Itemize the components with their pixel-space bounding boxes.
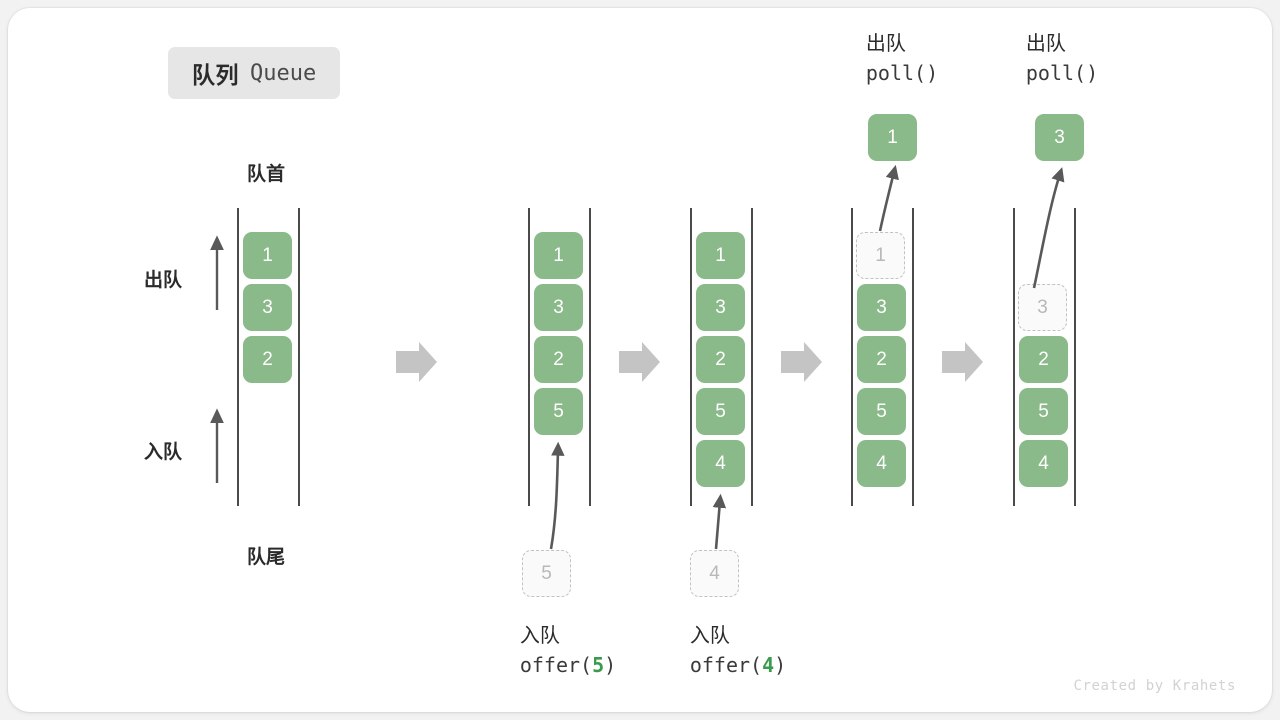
- operation-label-cn: 出队: [1025, 33, 1066, 55]
- queue-cell: 3: [696, 284, 745, 331]
- queue-cell: 1: [243, 232, 292, 279]
- queue-cell: 4: [696, 440, 745, 487]
- operation-label-offer-4: 入队 offer(4): [690, 622, 786, 680]
- queue-cell: 3: [857, 284, 906, 331]
- operation-code-value: 5: [592, 653, 605, 677]
- queue-rail-left: [237, 208, 239, 506]
- operation-label-offer-5: 入队 offer(5): [520, 622, 616, 680]
- queue-cell: 1: [534, 232, 583, 279]
- queue-cell: 3: [534, 284, 583, 331]
- operation-label-code: offer(4): [690, 651, 786, 680]
- queue-rail-left: [528, 208, 530, 506]
- label-queue-front: 队首: [246, 164, 286, 185]
- queue-cell: 5: [857, 388, 906, 435]
- queue-stage-offer-4: 1 3 2 5 4: [690, 208, 753, 506]
- queue-rail-right: [912, 208, 914, 506]
- queue-stage-poll-1: 1 3 2 5 4: [851, 208, 914, 506]
- queue-cell: 4: [1019, 440, 1068, 487]
- queue-cell: 2: [696, 336, 745, 383]
- operation-code-prefix: offer(: [519, 653, 593, 677]
- operation-code-prefix: offer(: [689, 653, 763, 677]
- operation-label-poll-3: 出队 poll(): [1026, 30, 1098, 88]
- queue-rail-right: [589, 208, 591, 506]
- operation-label-code: offer(5): [520, 651, 616, 680]
- incoming-ghost-cell: 5: [522, 550, 571, 597]
- queue-stage-offer-5: 1 3 2 5: [528, 208, 591, 506]
- queue-rail-right: [1074, 208, 1076, 506]
- outgoing-ghost-cell: 1: [856, 232, 905, 279]
- queue-cell: 1: [696, 232, 745, 279]
- queue-cell: 5: [696, 388, 745, 435]
- operation-code-value: 4: [762, 653, 775, 677]
- popped-cell: 1: [868, 114, 917, 161]
- queue-stage-initial: 1 3 2: [237, 208, 300, 506]
- queue-stage-poll-3: 3 2 5 4: [1013, 208, 1076, 506]
- queue-cell: 2: [857, 336, 906, 383]
- operation-label-cn: 入队: [519, 625, 560, 647]
- queue-rail-left: [851, 208, 853, 506]
- queue-cell: 5: [534, 388, 583, 435]
- queue-cell: 2: [243, 336, 292, 383]
- operation-label-cn: 入队: [689, 625, 730, 647]
- label-queue-rear: 队尾: [246, 547, 286, 568]
- operation-code-suffix: ): [774, 653, 787, 677]
- queue-rail-right: [751, 208, 753, 506]
- label-enqueue-direction: 入队: [144, 442, 183, 463]
- operation-label-code: poll(): [865, 61, 939, 85]
- queue-cell: 3: [243, 284, 292, 331]
- incoming-ghost-cell: 4: [690, 550, 739, 597]
- outgoing-ghost-cell: 3: [1018, 284, 1067, 331]
- watermark-credit: Created by Krahets: [1073, 678, 1236, 694]
- title-english: Queue: [250, 60, 317, 86]
- queue-cell: 5: [1019, 388, 1068, 435]
- queue-rail-left: [1013, 208, 1015, 506]
- queue-cell: 2: [534, 336, 583, 383]
- diagram-card: [8, 8, 1272, 712]
- queue-rail-left: [690, 208, 692, 506]
- queue-cell: 2: [1019, 336, 1068, 383]
- title-badge: 队列 Queue: [168, 47, 341, 99]
- label-dequeue-direction: 出队: [144, 270, 183, 291]
- popped-cell: 3: [1035, 114, 1084, 161]
- queue-rail-right: [298, 208, 300, 506]
- operation-code-suffix: ): [604, 653, 617, 677]
- title-chinese: 队列: [192, 62, 239, 88]
- operation-label-cn: 出队: [865, 33, 906, 55]
- operation-label-poll-1: 出队 poll(): [866, 30, 938, 88]
- queue-cell: 4: [857, 440, 906, 487]
- operation-label-code: poll(): [1025, 61, 1099, 85]
